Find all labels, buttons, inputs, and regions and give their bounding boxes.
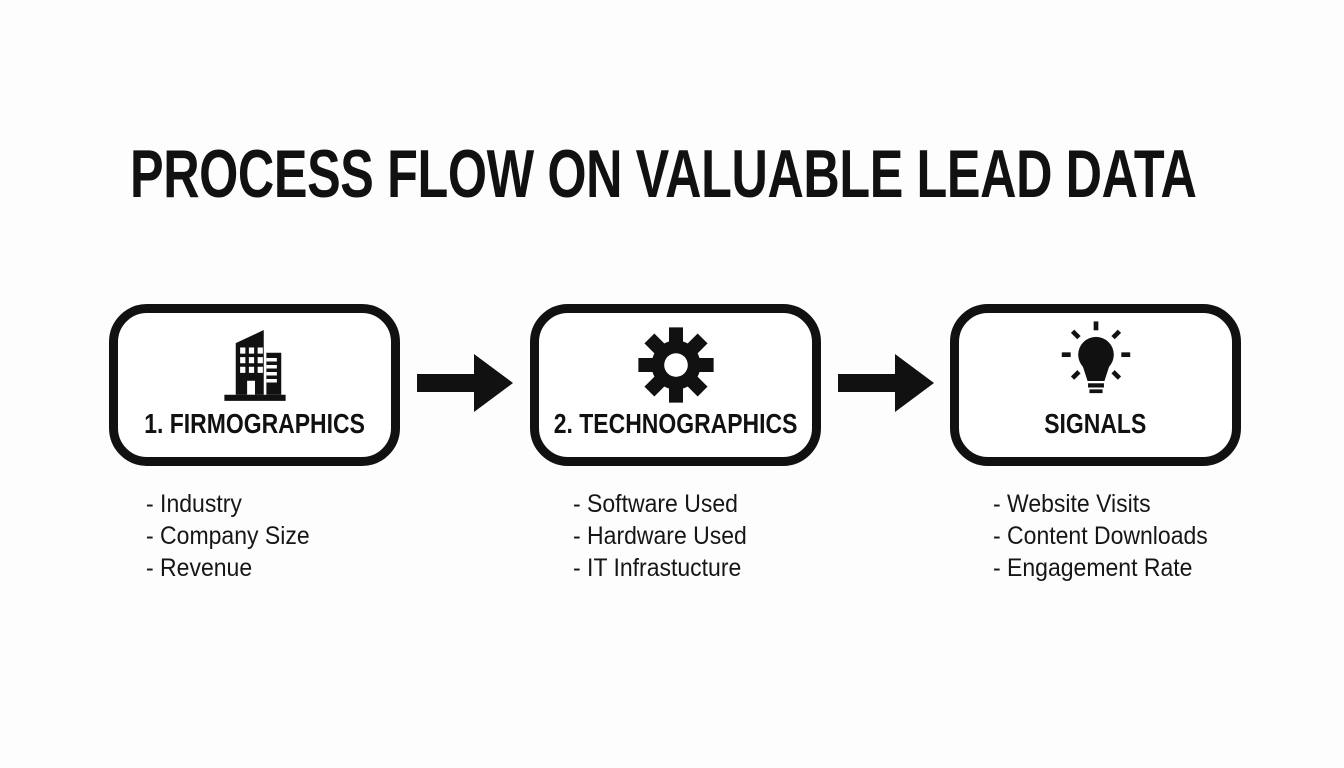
building-icon [213, 321, 297, 409]
step-label-technographics: 2. TECHNOGRAPHICS [553, 408, 798, 439]
list-item: - Software Used [573, 490, 738, 518]
step-box-technographics: 2. TECHNOGRAPHICS [530, 304, 821, 466]
list-item: - Revenue [146, 554, 253, 582]
step-box-signals: SIGNALS [950, 304, 1241, 466]
gear-icon [634, 321, 718, 409]
arrow-right-icon [838, 354, 934, 412]
list-item: - Company Size [146, 522, 310, 550]
lightbulb-icon [1051, 321, 1141, 409]
step-label-signals: SIGNALS [1044, 408, 1147, 439]
signals-list: - Website Visits - Content Downloads - E… [993, 488, 1208, 584]
list-item: - IT Infrastucture [573, 554, 742, 582]
list-item: - Website Visits [993, 490, 1151, 518]
diagram-title: PROCESS FLOW ON VALUABLE LEAD DATA [130, 136, 1197, 212]
step-box-firmographics: 1. FIRMOGRAPHICS [109, 304, 400, 466]
firmographics-list: - Industry - Company Size - Revenue [146, 488, 310, 584]
list-item: - Content Downloads [993, 522, 1208, 550]
step-label-firmographics: 1. FIRMOGRAPHICS [144, 408, 365, 439]
technographics-list: - Software Used - Hardware Used - IT Inf… [573, 488, 747, 584]
list-item: - Engagement Rate [993, 554, 1193, 582]
arrow-right-icon [417, 354, 513, 412]
list-item: - Hardware Used [573, 522, 747, 550]
list-item: - Industry [146, 490, 242, 518]
